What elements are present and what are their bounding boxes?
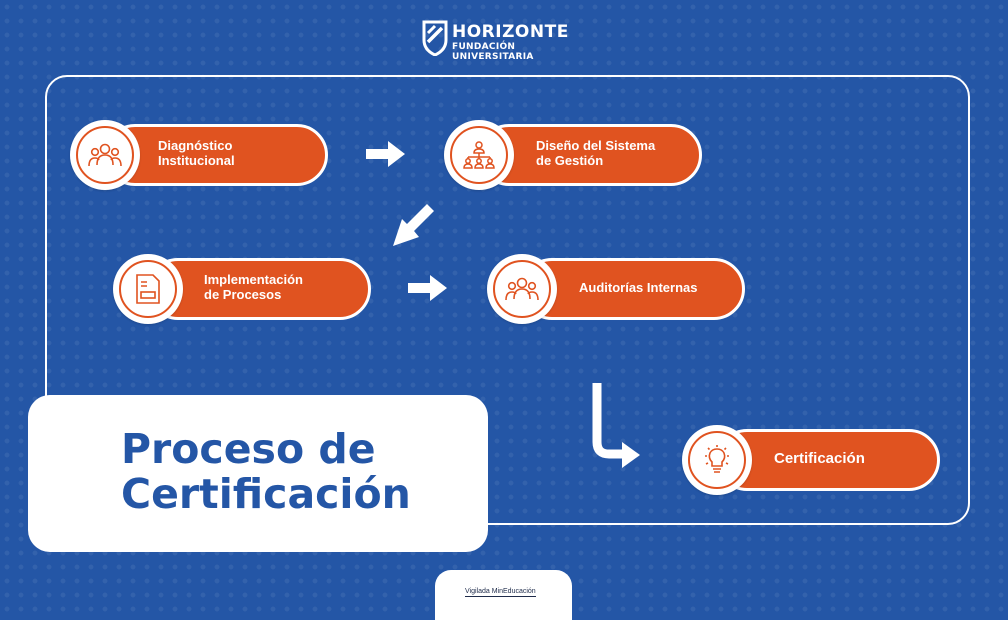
brand-logo: HORIZONTE FUNDACIÓN UNIVERSITARIA [422,20,592,62]
step-label: Implementación de Procesos [204,272,303,302]
step-label: Auditorías Internas [579,279,698,295]
arrow-right-icon [366,141,405,167]
footer-text: Vigilada MinEducación [465,588,536,597]
arrow-down-left-icon [393,204,434,246]
step-icon-disc [70,120,140,190]
step-icon-disc [487,254,557,324]
people-group-icon [505,277,539,301]
brand-subtitle: FUNDACIÓN UNIVERSITARIA [452,42,534,62]
document-icon [136,274,160,304]
brand-name: HORIZONTE [452,22,569,42]
step-label: Diseño del Sistema de Gestión [536,138,656,168]
lightbulb-icon [705,445,729,473]
step-pill [147,258,371,320]
step-icon-disc [113,254,183,324]
org-chart-icon [463,141,495,169]
step-pill [478,124,702,186]
step-pill [521,258,745,320]
step-label: Certificación [774,449,865,467]
page-title: Proceso de Certificación [121,425,411,518]
people-group-icon [88,143,122,167]
step-icon-disc [444,120,514,190]
arrow-down-right-icon [592,383,640,468]
step-diseno: Diseño del Sistema de Gestión [444,120,702,190]
step-label: Diagnóstico Institucional [158,138,235,168]
process-frame [45,75,970,525]
arrow-right-icon [408,275,447,301]
step-implementacion: Implementación de Procesos [113,254,371,324]
step-auditorias: Auditorías Internas [487,254,745,324]
step-icon-disc [682,425,752,495]
title-card: Proceso de Certificación [28,395,488,552]
step-diagnostico: Diagnóstico Institucional [70,120,328,190]
footer-tag: Vigilada MinEducación [435,570,572,620]
shield-logo-icon [422,20,448,56]
step-certificacion: Certificación [682,425,940,495]
